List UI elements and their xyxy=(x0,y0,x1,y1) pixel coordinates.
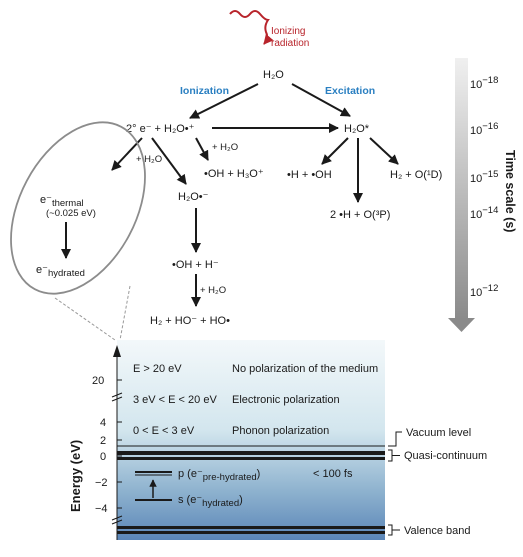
timescale-arrowhead xyxy=(448,318,475,332)
timescale-tick-2: 10−16 xyxy=(470,121,498,137)
zoom-line-left xyxy=(54,297,116,341)
electron-hydration-highlight xyxy=(10,121,146,295)
region-description-3: Phonon polarization xyxy=(232,425,329,437)
water-molecule: H₂O xyxy=(263,69,284,81)
excited-water: H₂O* xyxy=(344,123,370,135)
timescale-title: Time scale (s) xyxy=(503,150,517,232)
timescale-tick-4: 10−14 xyxy=(470,205,498,221)
plus-water-label-1: + H₂O xyxy=(136,154,162,165)
valence-band-top xyxy=(117,526,385,529)
region-range-1: E > 20 eV xyxy=(133,363,182,375)
electron-attachment-arrow xyxy=(151,137,187,185)
dissociation-arrow-3 xyxy=(369,137,399,165)
timescale-tick-5: 10−12 xyxy=(470,283,498,299)
energy-tick-minus-4: −4 xyxy=(95,503,108,515)
energy-axis-arrow xyxy=(113,345,121,357)
energy-panel-background xyxy=(117,340,385,540)
oh-h-minus-products: •OH + H⁻ xyxy=(172,259,219,271)
vacuum-level-bracket xyxy=(388,431,402,447)
region-range-3: 0 < E < 3 eV xyxy=(133,425,195,437)
region-description-2: Electronic polarization xyxy=(232,394,340,406)
timescale-bar xyxy=(455,58,468,320)
ionization-arrow xyxy=(189,83,259,119)
valence-band-bottom xyxy=(117,531,385,534)
energy-axis-ticks: 20 4 2 0 −2 −4 xyxy=(92,375,122,515)
h2-o1d-products: H₂ + O(¹D) xyxy=(390,169,442,181)
quasi-continuum-label: Quasi-continuum xyxy=(404,450,487,462)
thermal-electron: e⁻thermal xyxy=(40,194,84,209)
h-oh-products: •H + •OH xyxy=(287,169,332,181)
ionizing-radiation-wave xyxy=(229,10,274,45)
p-state-label: p (e⁻pre-hydrated) xyxy=(178,468,260,483)
final-products: H₂ + HO⁻ + HO• xyxy=(150,315,230,327)
energy-tick-minus-2: −2 xyxy=(95,477,108,489)
zoom-line-right xyxy=(119,285,131,341)
two-h-o3p-products: 2 •H + O(³P) xyxy=(330,209,390,221)
dissociation-arrow-1 xyxy=(321,137,349,165)
valence-band-label: Valence band xyxy=(404,525,470,537)
plus-water-label-3: + H₂O xyxy=(200,285,226,296)
oh-h3o-products: •OH + H₃O⁺ xyxy=(204,168,264,180)
vacuum-level-label: Vacuum level xyxy=(406,427,471,439)
water-anion: H₂O•⁻ xyxy=(178,191,209,203)
proton-transfer-arrow xyxy=(195,137,209,161)
radiation-label-line1: Ionizing xyxy=(271,26,305,37)
excitation-arrow xyxy=(291,83,351,117)
radiation-label-line2: radiation xyxy=(271,38,309,49)
energy-tick-2: 2 xyxy=(100,435,106,447)
p-state-time: < 100 fs xyxy=(313,468,353,480)
energy-tick-4: 4 xyxy=(100,417,106,429)
timescale-ticks: 10−18 10−16 10−15 10−14 10−12 xyxy=(470,75,498,299)
ionization-label: Ionization xyxy=(180,85,229,97)
energy-axis-breaks xyxy=(111,392,123,525)
region-description-1: No polarization of the medium xyxy=(232,363,378,375)
timescale-tick-1: 10−18 xyxy=(470,75,498,91)
region-range-2: 3 eV < E < 20 eV xyxy=(133,394,217,406)
hydrated-electron: e⁻hydrated xyxy=(36,264,85,279)
quasi-continuum-bracket xyxy=(388,449,400,462)
s-state-label: s (e⁻hydrated) xyxy=(178,494,243,509)
energy-axis-label: Energy (eV) xyxy=(68,440,83,512)
timescale-tick-3: 10−15 xyxy=(470,169,498,185)
excitation-label: Excitation xyxy=(325,85,375,97)
secondary-electron-species: 2° e⁻ + H₂O•⁺ xyxy=(126,123,195,135)
energy-tick-20: 20 xyxy=(92,375,104,387)
thermal-electron-energy: (~0.025 eV) xyxy=(46,208,96,219)
plus-water-label-2: + H₂O xyxy=(212,142,238,153)
energy-tick-0: 0 xyxy=(100,451,106,463)
quasi-continuum-band-bottom xyxy=(117,457,385,460)
quasi-continuum-band-top xyxy=(117,451,385,455)
valence-band-bracket xyxy=(388,524,400,536)
